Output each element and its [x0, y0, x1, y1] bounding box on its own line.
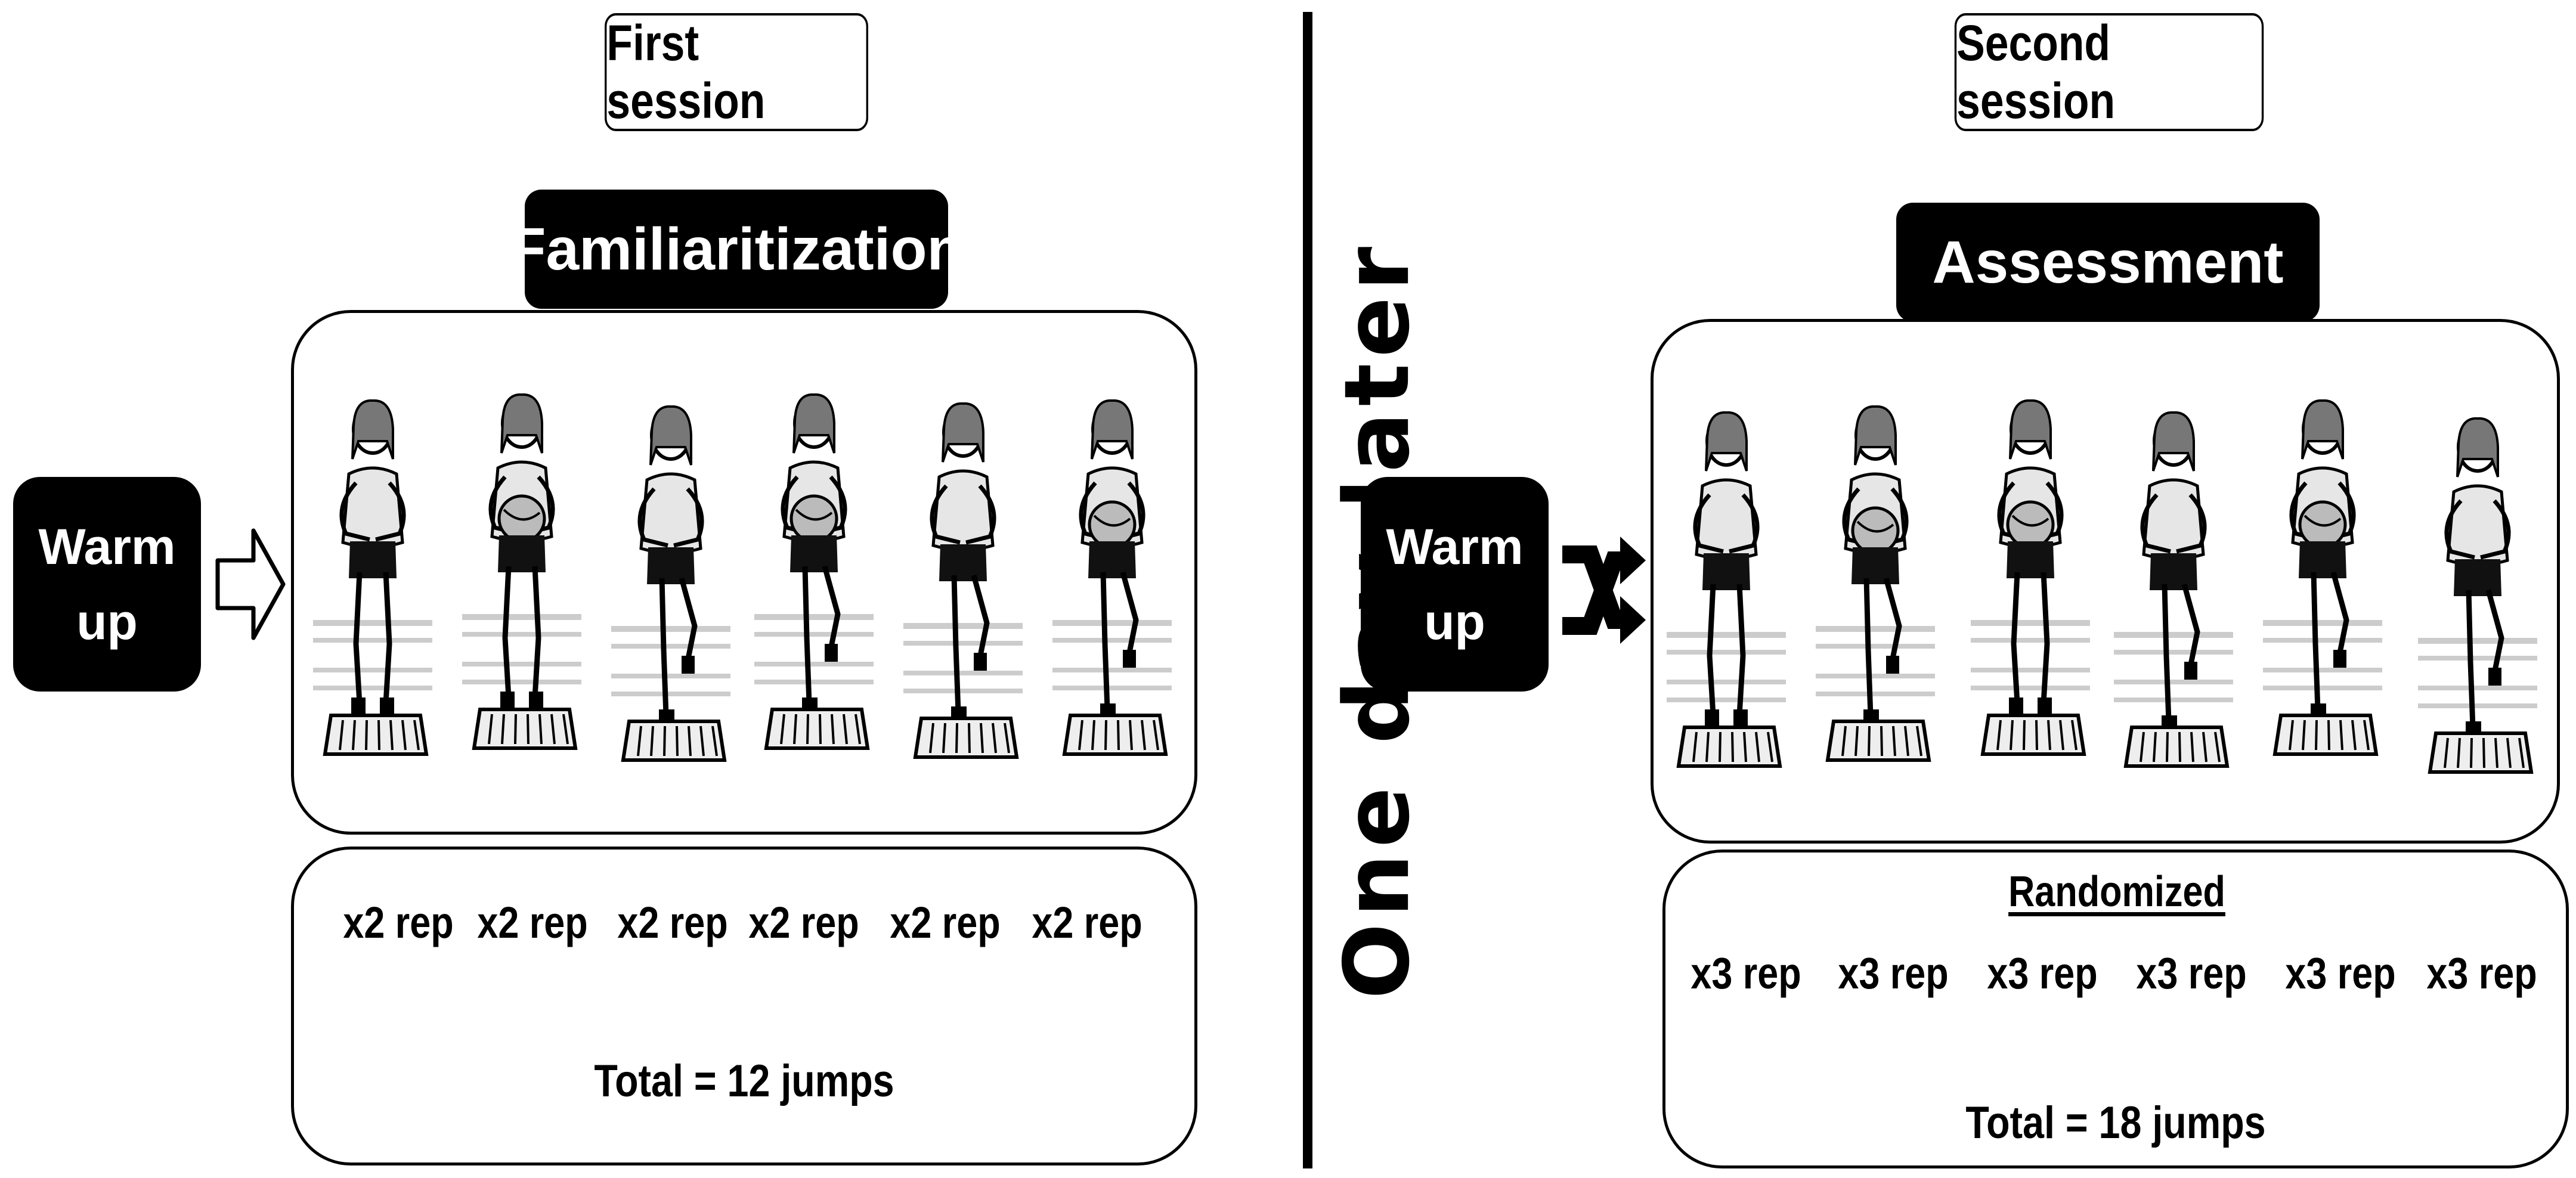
first-reps-box — [291, 847, 1197, 1165]
first-warm-up-box: Warm up — [13, 477, 201, 692]
first-total-label: Total = 12 jumps — [594, 1056, 894, 1106]
first-reps-row: x2 rep x2 rep x2 rep x2 rep x2 rep x2 rep — [0, 897, 1142, 957]
second-figures-row — [1658, 382, 2552, 787]
jumper-on-force-plate-icon — [751, 388, 877, 757]
rep-label: x3 rep — [2285, 948, 2396, 998]
first-figures-row — [298, 370, 1193, 775]
rep-label: x2 rep — [890, 898, 1001, 947]
first-figures-box — [291, 310, 1197, 835]
rep-label: x2 rep — [617, 898, 728, 947]
second-figures-box — [1651, 319, 2560, 844]
arrow-right-outline-icon — [215, 525, 286, 644]
rep-label: x2 rep — [748, 898, 859, 947]
jumper-on-force-plate-icon — [2415, 411, 2540, 781]
second-total-label: Total = 18 jumps — [1965, 1098, 2266, 1148]
jumper-on-force-plate-icon — [459, 388, 584, 757]
session-divider-line — [1303, 12, 1312, 1168]
rep-label: x2 rep — [343, 898, 454, 947]
warm-up-line-2: up — [76, 594, 138, 650]
familiarization-label: Familiaritization — [509, 190, 964, 309]
rep-label: x3 rep — [1987, 948, 2098, 998]
second-reps-row: x3 rep x3 rep x3 rep x3 rep x3 rep x3 rep — [0, 948, 2537, 1008]
warm-up-line-2: up — [1424, 594, 1485, 650]
jumper-on-force-plate-icon — [2260, 393, 2385, 763]
rep-label: x3 rep — [2426, 948, 2537, 998]
rep-label: x2 rep — [477, 898, 588, 947]
second-reps-box — [1662, 850, 2569, 1168]
jumper-on-force-plate-icon — [900, 396, 1026, 766]
second-session-label: Second session — [1954, 13, 2264, 131]
rep-label: x2 rep — [1032, 898, 1143, 947]
warm-up-line-1: Warm — [38, 519, 176, 575]
jumper-on-force-plate-icon — [310, 393, 435, 763]
jumper-on-force-plate-icon — [1664, 405, 1789, 775]
jumper-on-force-plate-icon — [1813, 399, 1938, 769]
jumper-on-force-plate-icon — [1968, 393, 2093, 763]
second-warm-up-box: Warm up — [1361, 477, 1549, 692]
warm-up-line-1: Warm — [1386, 519, 1524, 575]
jumper-on-force-plate-icon — [1049, 393, 1175, 763]
first-session-label: First session — [605, 13, 868, 131]
rep-label: x3 rep — [1838, 948, 1949, 998]
assessment-label: Assessment — [1896, 203, 2320, 322]
rep-label: x3 rep — [1690, 948, 1801, 998]
shuffle-icon — [1558, 531, 1647, 650]
rep-label: x3 rep — [2136, 948, 2247, 998]
jumper-on-force-plate-icon — [608, 399, 733, 769]
jumper-on-force-plate-icon — [2111, 405, 2236, 775]
randomized-label: Randomized — [2008, 868, 2225, 916]
